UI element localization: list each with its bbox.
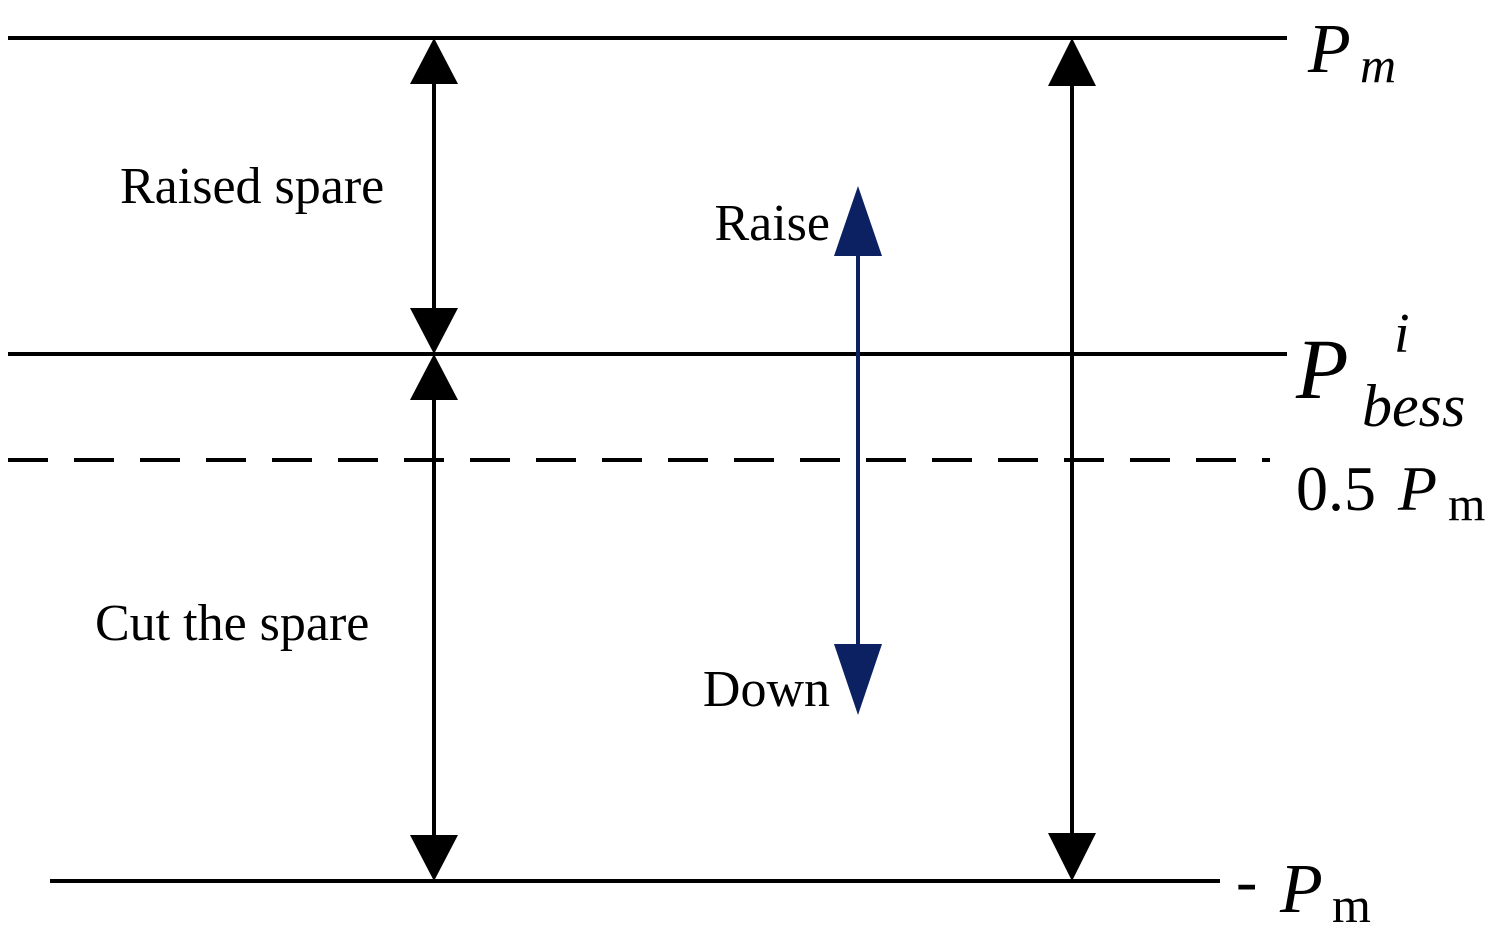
half-pm-label: 0.5 P m <box>1296 453 1485 531</box>
half-coefficient: 0.5 <box>1296 453 1376 524</box>
pm-symbol: P <box>1307 11 1351 88</box>
pbess-subscript: bess <box>1362 373 1465 439</box>
pm-level-label: P m <box>1307 11 1396 93</box>
raise-label: Raise <box>714 195 830 252</box>
cut-spare-label: Cut the spare <box>95 595 369 652</box>
cut-spare-arrow <box>410 354 458 881</box>
pm-subscript: m <box>1360 37 1396 93</box>
pbess-level-label: P i bess <box>1295 303 1465 439</box>
neg-pm-subscript: m <box>1332 877 1371 933</box>
neg-pm-level-label: - P m <box>1236 845 1371 933</box>
full-range-arrow <box>1048 38 1096 881</box>
pbess-symbol: P <box>1295 321 1349 417</box>
raise-down-arrow <box>834 186 882 715</box>
pbess-superscript: i <box>1394 303 1410 365</box>
neg-pm-symbol: P <box>1279 851 1323 928</box>
neg-sign: - <box>1236 845 1257 916</box>
half-symbol: P <box>1397 453 1437 524</box>
raised-spare-arrow <box>410 38 458 354</box>
down-label: Down <box>703 661 830 718</box>
half-subscript: m <box>1448 478 1485 531</box>
raised-spare-label: Raised spare <box>120 158 384 215</box>
